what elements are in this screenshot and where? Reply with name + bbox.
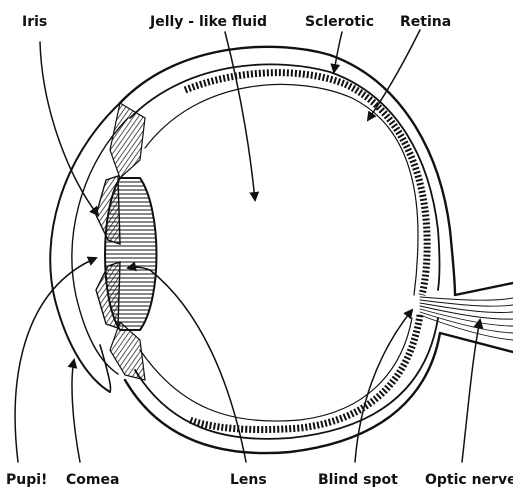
sclerotic-label: Sclerotic xyxy=(305,14,374,30)
sclerotic-leader xyxy=(334,32,342,72)
cornea-label: Comea xyxy=(66,472,119,488)
retina-layer-lower xyxy=(190,315,420,430)
ciliary-muscle-upper xyxy=(110,103,145,178)
retina-label: Retina xyxy=(400,14,451,30)
jelly-fluid-leader xyxy=(225,32,255,200)
blind-spot-label: Blind spot xyxy=(318,472,398,488)
iris-label: Iris xyxy=(22,14,47,30)
lens-body xyxy=(105,178,157,330)
blind-spot-leader xyxy=(355,310,412,462)
lens-label: Lens xyxy=(230,472,267,488)
pupil-leader xyxy=(15,258,96,462)
retina-inner-edge xyxy=(145,84,418,295)
cornea-leader xyxy=(72,360,80,462)
optic-nerve-label: Optic nerve xyxy=(425,472,513,488)
iris-leader xyxy=(40,42,98,215)
pupil-label: Pupi! xyxy=(6,472,47,488)
sclerotic-outer-wall-lower xyxy=(125,333,513,453)
retina-layer xyxy=(185,73,427,295)
jelly-fluid-label: Jelly - like fluid xyxy=(149,14,267,30)
lens-leader xyxy=(150,270,246,462)
